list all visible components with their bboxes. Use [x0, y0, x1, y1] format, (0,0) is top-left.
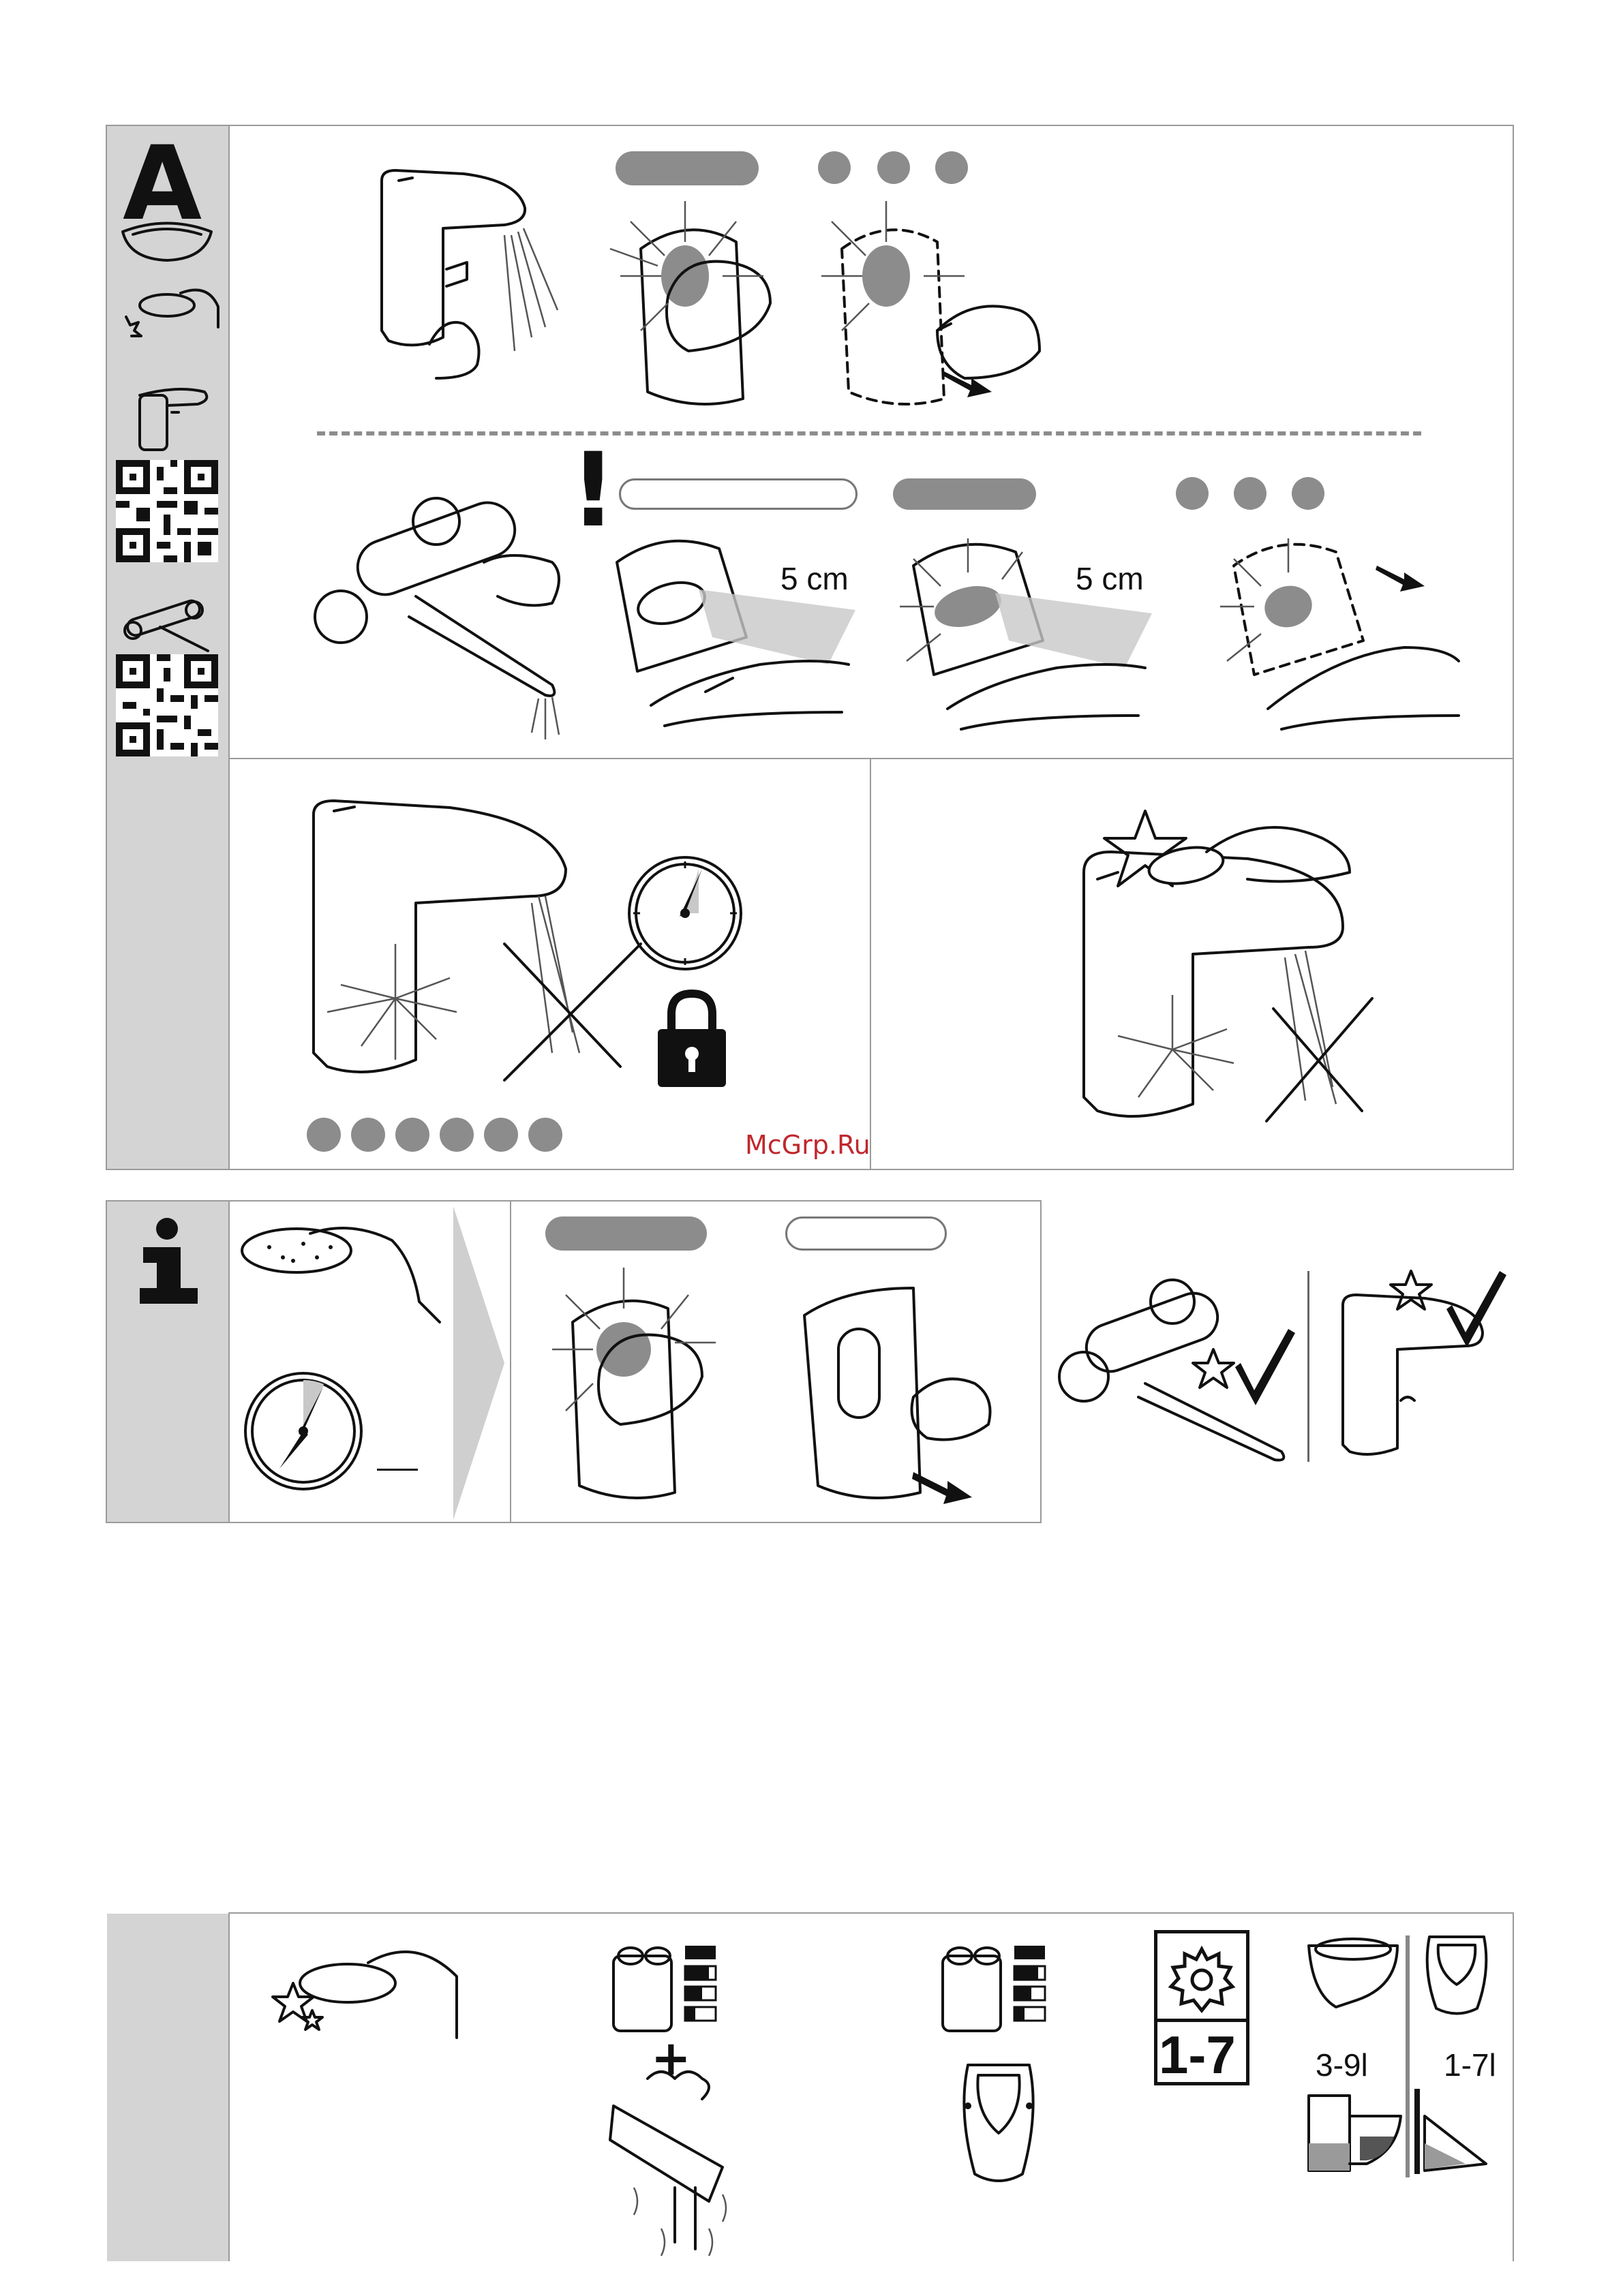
- arrow-icon-2: [1376, 566, 1425, 592]
- sensor-press-illustration: [600, 194, 784, 416]
- status-dot-4: [1176, 477, 1209, 510]
- status-dot-2: [877, 151, 910, 184]
- status-bar-solid-3: [545, 1216, 707, 1251]
- faucet-icon: [136, 385, 211, 453]
- qr-code-icon-2: [116, 654, 218, 756]
- section-a-divider-h: [230, 758, 1514, 759]
- no-water-cross-2: [1260, 995, 1376, 1124]
- section-a-divider-v: [870, 758, 871, 1170]
- urinal-flush-icon: [1411, 2089, 1496, 2174]
- check-divider: [1307, 1271, 1309, 1462]
- blink-dot-4: [440, 1118, 474, 1152]
- section-i-divider: [510, 1201, 511, 1522]
- stopwatch-icon-2: [239, 1366, 368, 1496]
- section-bottom-right-border: [1513, 1912, 1514, 2261]
- sensor-release-illustration-2: [798, 1274, 1009, 1513]
- blink-dot-2: [351, 1118, 385, 1152]
- blink-dot-3: [395, 1118, 429, 1152]
- dashed-separator: [317, 431, 1421, 435]
- section-a-content-left-border: [228, 126, 230, 1169]
- hot-spout-icon: [607, 2065, 736, 2263]
- section-i-content-border: [228, 1201, 230, 1522]
- blink-dot-6: [528, 1118, 562, 1152]
- status-dot-1: [818, 151, 851, 184]
- wc-cistern-icon: [1305, 2089, 1408, 2174]
- sensor-release-illustration: [801, 194, 1053, 419]
- interval-divider: [1154, 2019, 1249, 2022]
- section-bottom-left-border: [228, 1912, 230, 2261]
- bath-mixer-icon: [119, 590, 215, 658]
- urinal-volume-label: 1-7l: [1444, 2047, 1496, 2083]
- bath-mixer-check: [1057, 1261, 1302, 1465]
- lock-icon: [654, 987, 729, 1089]
- status-bar-off-2: [785, 1216, 947, 1251]
- blink-dot-5: [484, 1118, 518, 1152]
- proximity-release-illustration: [1207, 525, 1466, 736]
- section-bottom-top-border: [230, 1912, 1514, 1914]
- section-bottom-sidebar: [107, 1914, 230, 2261]
- watermark: McGrp.Ru: [745, 1130, 870, 1160]
- step-chevron: [453, 1206, 508, 1520]
- wc-icon: [1302, 1932, 1404, 2014]
- interval-label: 1-7: [1159, 2024, 1236, 2086]
- blink-dot-1: [307, 1118, 341, 1152]
- battery-icon-2: [939, 1939, 1055, 2034]
- qr-code-icon: [116, 460, 218, 562]
- sponge-icon: [235, 1220, 440, 1343]
- bath-mixer-illustration: [314, 480, 573, 739]
- sensor-press-illustration-2: [539, 1261, 736, 1513]
- urinal-icon: [954, 2058, 1043, 2188]
- sponge-hand-icon: [119, 279, 222, 341]
- faucet-illustration: [368, 167, 559, 392]
- short-dash: [377, 1469, 418, 1471]
- stopwatch-icon: [624, 852, 746, 975]
- wc-volume-label: 3-9l: [1316, 2047, 1368, 2083]
- arrow-icon: [943, 371, 992, 397]
- status-bar-solid: [616, 151, 759, 185]
- battery-icon: [610, 1939, 726, 2034]
- status-dot-5: [1234, 477, 1266, 510]
- distance-label-1: 5 cm: [780, 560, 849, 597]
- urinal-icon-2: [1419, 1930, 1494, 2019]
- warning-mark: !: [570, 440, 616, 542]
- info-icon: [133, 1216, 208, 1305]
- status-bar-off: [619, 478, 858, 510]
- washbasin-icon: [116, 218, 218, 266]
- distance-label-2: 5 cm: [1076, 560, 1144, 597]
- sponge-hand-icon-2: [273, 1942, 457, 2051]
- faucet-check: [1336, 1264, 1513, 1462]
- status-bar-solid-2: [893, 478, 1036, 510]
- status-dot-6: [1292, 477, 1324, 510]
- proximity-illustration-2: [886, 525, 1172, 736]
- gear-icon: [1168, 1946, 1236, 2014]
- status-dot-3: [935, 151, 968, 184]
